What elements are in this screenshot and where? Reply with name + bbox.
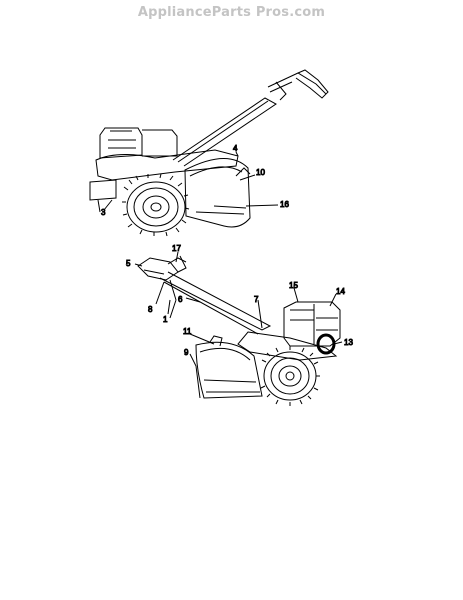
tiller-bottom-view: [134, 251, 343, 406]
callout-14: 14: [336, 287, 345, 296]
tine-shield-top: [184, 158, 251, 228]
callout-6: 6: [178, 295, 183, 304]
tine-shield-bottom: [195, 341, 263, 399]
callout-10: 10: [256, 168, 265, 177]
callout-8: 8: [148, 305, 153, 314]
callout-5: 5: [126, 259, 131, 268]
engine-top: [99, 127, 143, 159]
callout-3: 3: [101, 208, 106, 217]
callout-16: 16: [280, 200, 289, 209]
callout-1: 1: [163, 315, 168, 324]
recoil-starter: [316, 333, 336, 355]
handle-tube-top: [172, 97, 277, 167]
chassis-top: [95, 149, 239, 181]
callout-9: 9: [184, 348, 189, 357]
wheel-top: [126, 181, 186, 233]
callout-13: 13: [344, 338, 353, 347]
callout-17: 17: [172, 244, 181, 253]
callout-15: 15: [289, 281, 298, 290]
chassis-bottom: [237, 331, 338, 361]
callout-7: 7: [254, 295, 259, 304]
handlebar-top: [267, 69, 329, 99]
engine-bottom: [283, 301, 341, 347]
wheel-bottom: [263, 351, 317, 401]
site-watermark: ApplianceParts Pros.com: [137, 5, 326, 20]
callout-4: 4: [233, 144, 238, 153]
callout-11: 11: [183, 327, 192, 336]
handle-tube-bottom: [159, 271, 272, 331]
tiller-top-view: [89, 69, 329, 237]
